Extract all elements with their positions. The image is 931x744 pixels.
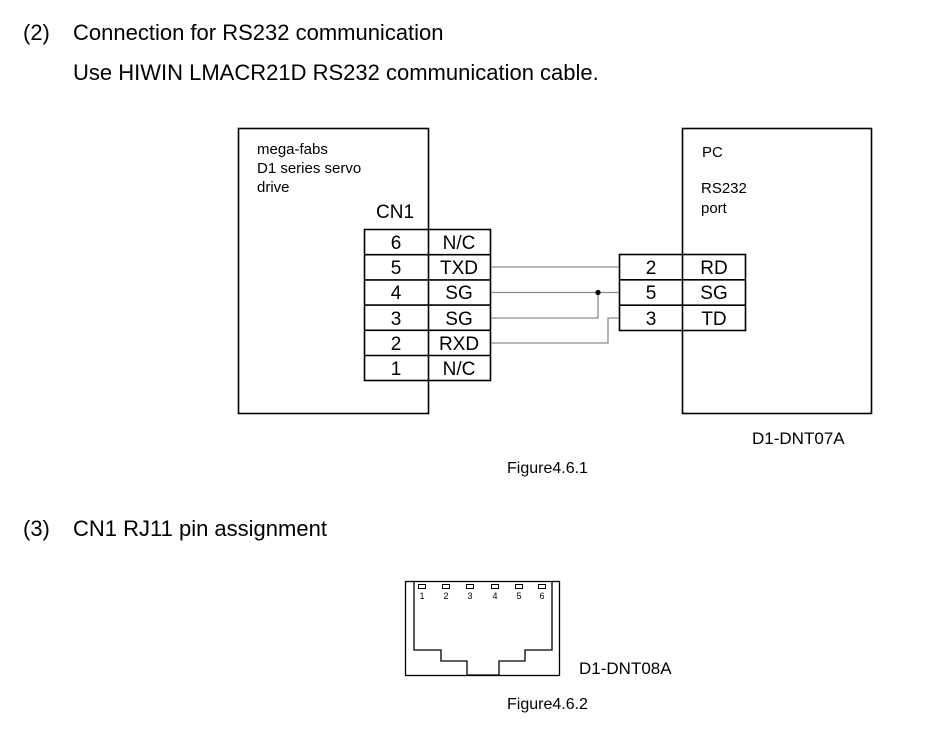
cn1-pin-signal: TXD bbox=[440, 258, 478, 279]
rj11-pin-number: 1 bbox=[419, 591, 424, 601]
pc-pin-table: 2 RD 5 SG 3 TD bbox=[618, 253, 747, 332]
rj11-pin-number: 5 bbox=[516, 591, 521, 601]
cn1-pin-number: 6 bbox=[391, 233, 402, 254]
rj11-contact-icon bbox=[491, 584, 499, 589]
rj11-pin-number: 4 bbox=[492, 591, 497, 601]
section-2-number: (2) bbox=[23, 20, 50, 45]
figure1-caption: Figure4.6.1 bbox=[507, 460, 588, 477]
rj11-pin-number: 3 bbox=[467, 591, 472, 601]
pc-port-label-line1: RS232 bbox=[701, 180, 747, 197]
rj11-connector: 1 2 3 4 5 6 bbox=[404, 580, 561, 677]
cn1-pin-number: 2 bbox=[391, 334, 402, 355]
cn1-pin-signal: SG bbox=[445, 283, 472, 304]
pc-port-label-line2: port bbox=[701, 200, 728, 217]
section-3-number: (3) bbox=[23, 516, 50, 541]
pc-label: PC bbox=[702, 144, 723, 161]
junction-dot bbox=[595, 289, 601, 296]
cn1-pin-table: 6 N/C 5 TXD 4 SG 3 SG 2 RXD 1 N/C bbox=[363, 228, 492, 382]
cn1-pin-signal: SG bbox=[445, 309, 472, 330]
rj11-contact-icon bbox=[538, 584, 546, 589]
cn1-pin-signal: N/C bbox=[443, 359, 476, 380]
drive-label-line2: D1 series servo bbox=[257, 160, 361, 177]
rj11-pin-number: 2 bbox=[443, 591, 448, 601]
cn1-label: CN1 bbox=[376, 202, 414, 223]
cn1-pin-number: 5 bbox=[391, 258, 402, 279]
drive-label-line3: drive bbox=[257, 179, 290, 196]
pc-pin-number: 5 bbox=[646, 283, 657, 304]
rj11-contact-icon bbox=[466, 584, 474, 589]
section-2-subtitle: Use HIWIN LMACR21D RS232 communication c… bbox=[73, 60, 599, 85]
cn1-pin-number: 4 bbox=[391, 283, 402, 304]
section-2-title: Connection for RS232 communication bbox=[73, 20, 444, 45]
pc-pin-signal: TD bbox=[701, 309, 726, 330]
wires bbox=[491, 266, 619, 344]
pc-pin-number: 2 bbox=[646, 258, 657, 279]
pc-pin-signal: RD bbox=[700, 258, 727, 279]
wire-rxd-td bbox=[491, 317, 619, 344]
figure2-part-number: D1-DNT08A bbox=[579, 659, 672, 678]
cn1-pin-number: 3 bbox=[391, 309, 402, 330]
rj11-contact-icon bbox=[515, 584, 523, 589]
cn1-pin-signal: N/C bbox=[443, 233, 476, 254]
figure2-caption: Figure4.6.2 bbox=[507, 696, 588, 713]
pc-pin-signal: SG bbox=[700, 283, 727, 304]
wire-sg3-sg bbox=[491, 292, 599, 319]
pc-pin-number: 3 bbox=[646, 309, 657, 330]
rj11-pin-number: 6 bbox=[539, 591, 544, 601]
section-3-title: CN1 RJ11 pin assignment bbox=[73, 516, 327, 541]
rj11-contact-icon bbox=[442, 584, 450, 589]
rj11-outer-outline bbox=[404, 580, 561, 677]
drive-label-line1: mega-fabs bbox=[257, 141, 328, 158]
figure1-part-number: D1-DNT07A bbox=[752, 429, 845, 448]
rj11-contact-icon bbox=[418, 584, 426, 589]
cn1-pin-number: 1 bbox=[391, 359, 402, 380]
rj11-inner-outline bbox=[413, 582, 553, 676]
cn1-pin-signal: RXD bbox=[439, 334, 479, 355]
